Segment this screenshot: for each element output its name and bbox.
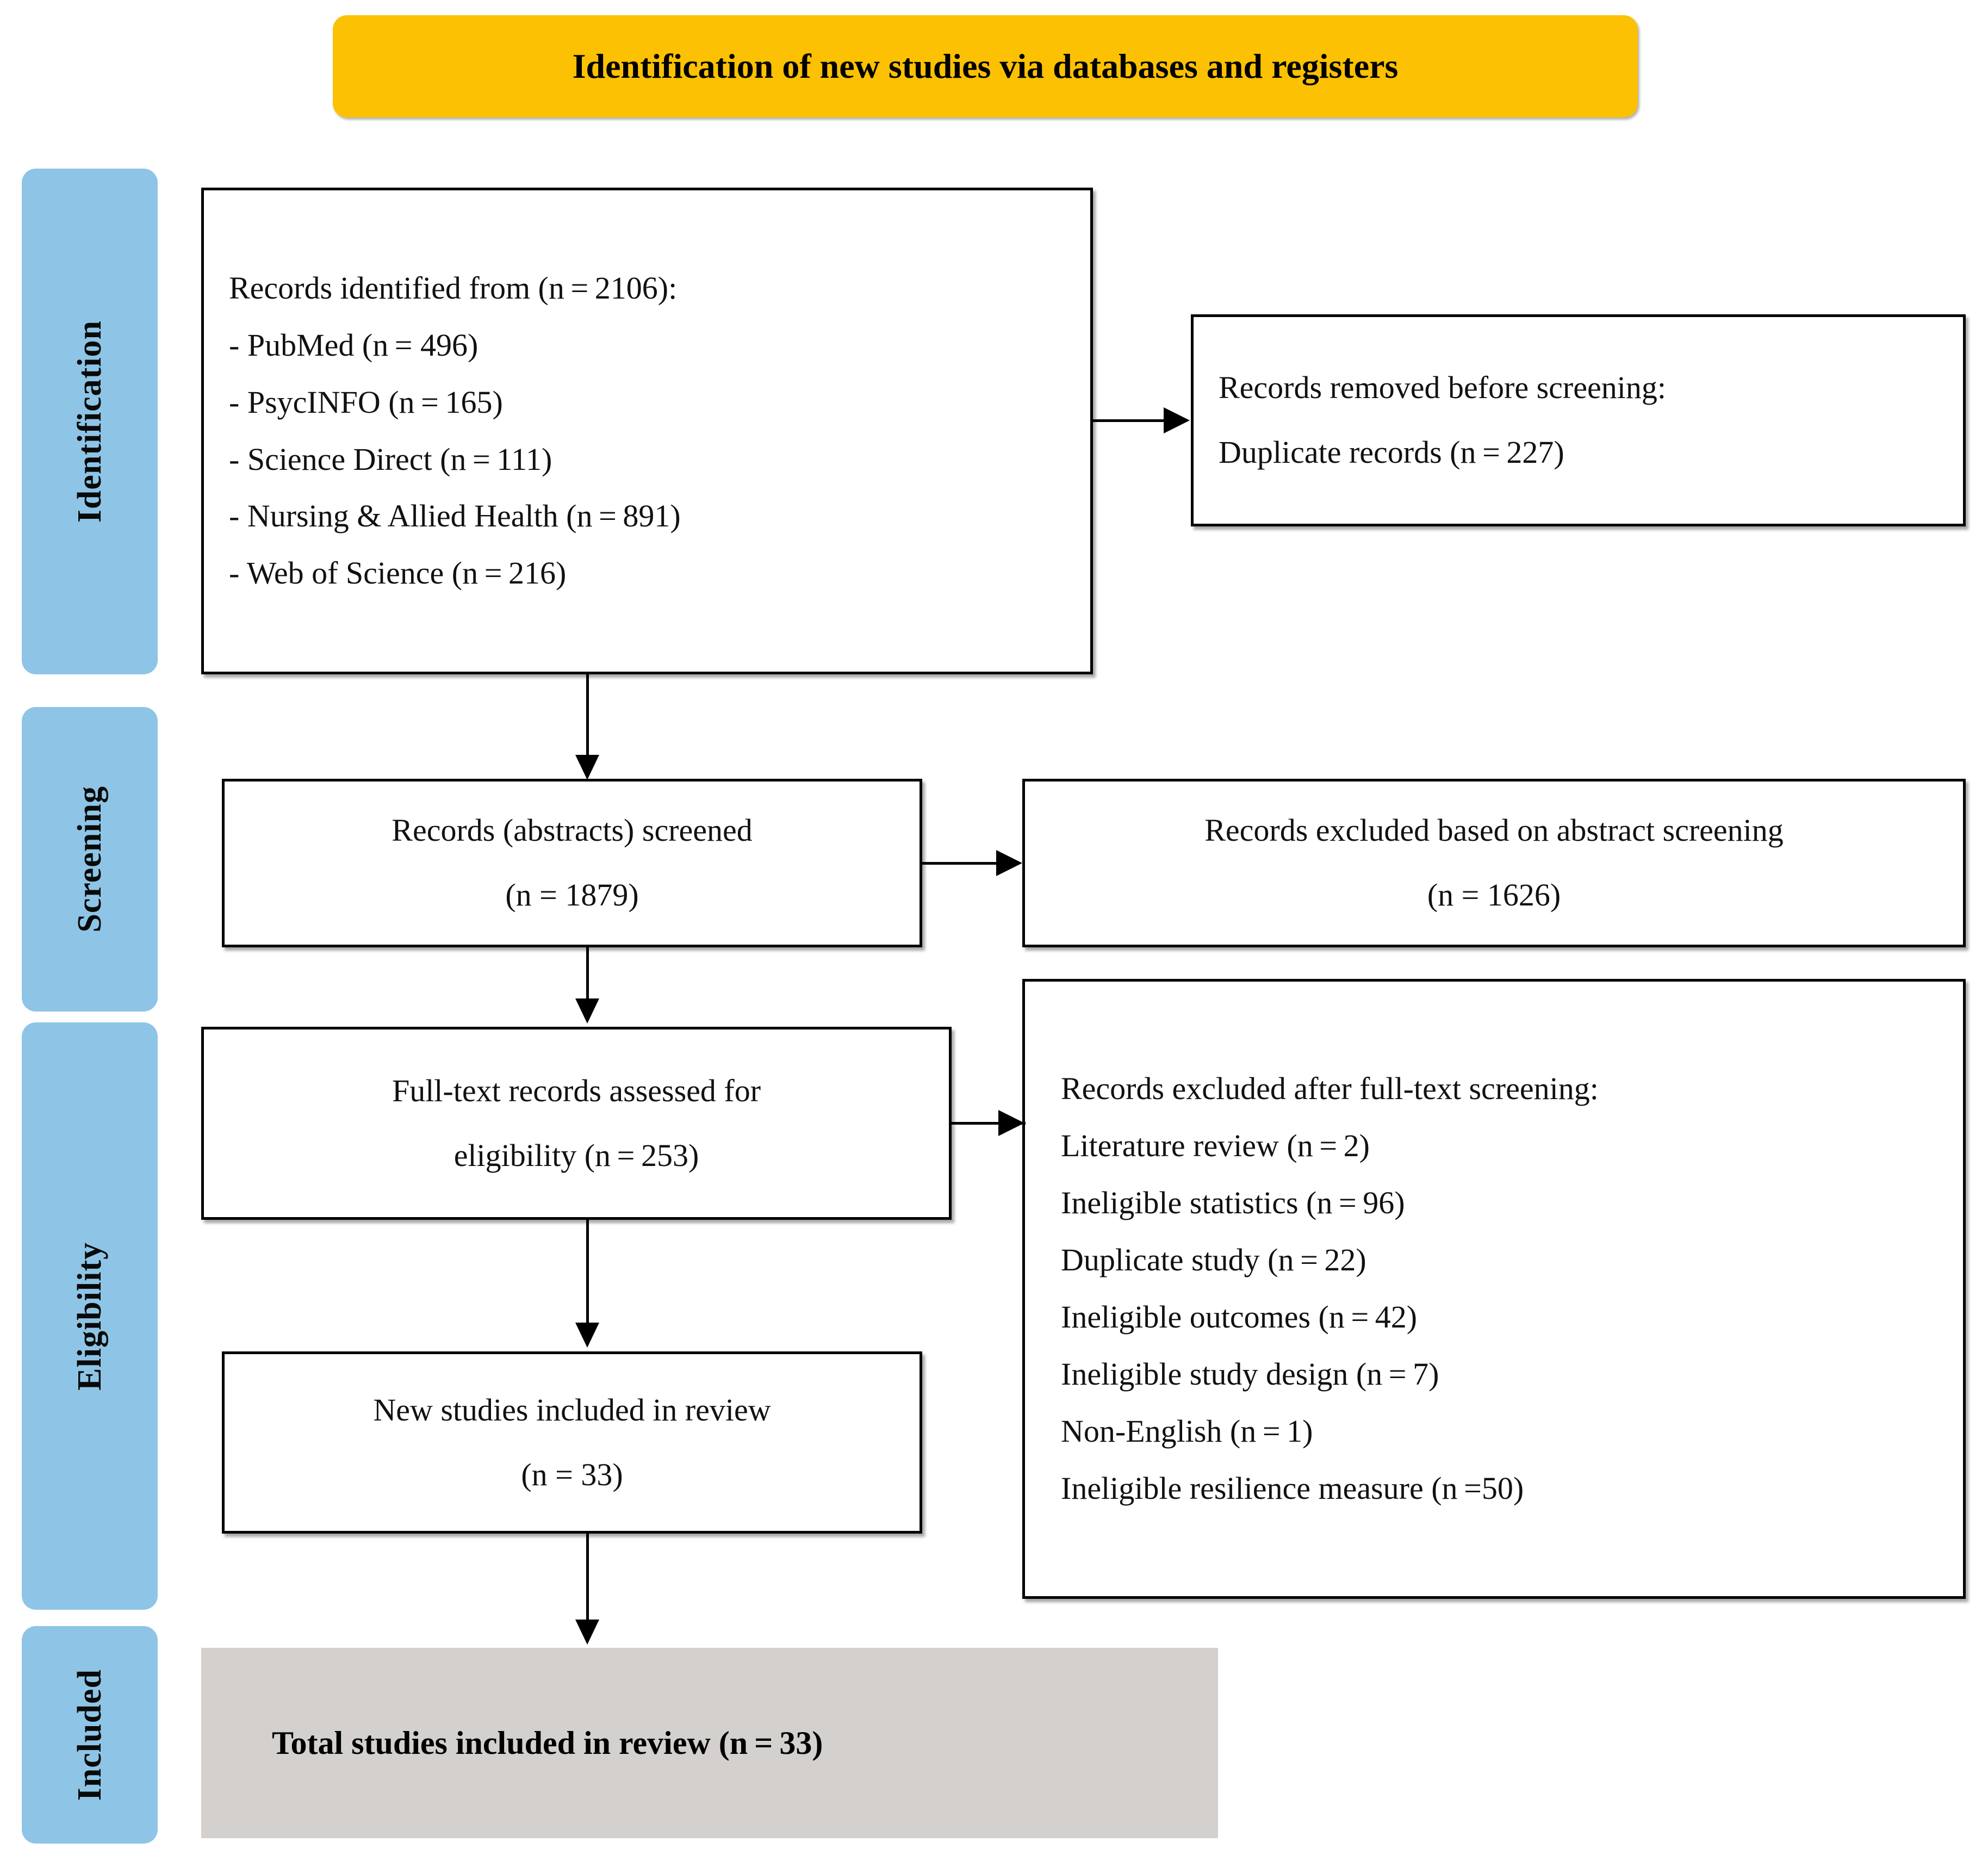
title-banner-text: Identification of new studies via databa…: [572, 47, 1399, 85]
arrow-newstudies-to-total: [575, 1620, 599, 1645]
new-studies-included-box: New studies included in review (n = 33): [222, 1351, 922, 1534]
total-included-box: Total studies included in review (n = 33…: [201, 1648, 1218, 1838]
records-screened-line-1: (n = 1879): [505, 877, 639, 913]
records-excluded-abstract-box: Records excluded based on abstract scree…: [1022, 779, 1966, 947]
records-excluded-fulltext-line-4: Ineligible outcomes (n = 42): [1061, 1299, 1418, 1335]
records-excluded-fulltext-line-2: Ineligible statistics (n = 96): [1061, 1185, 1405, 1221]
records-screened-box: Records (abstracts) screened (n = 1879): [222, 779, 922, 947]
connector-identified-to-removed: [1093, 419, 1165, 422]
connector-fulltext-to-excluded: [952, 1122, 1026, 1125]
fulltext-assessed-line-1: eligibility (n = 253): [453, 1137, 699, 1173]
records-excluded-abstract-line-0: Records excluded based on abstract scree…: [1204, 812, 1784, 848]
total-included-text: Total studies included in review (n = 33…: [272, 1724, 823, 1761]
records-excluded-abstract-line-1: (n = 1626): [1427, 877, 1561, 913]
records-identified-line-4: - Nursing & Allied Health (n = 891): [229, 498, 681, 534]
records-identified-line-2: - PsycINFO (n = 165): [229, 384, 503, 420]
arrow-fulltext-to-excluded: [998, 1110, 1024, 1136]
stage-screening: Screening: [22, 707, 158, 1012]
records-identified-line-3: - Science Direct (n = 111): [229, 441, 552, 477]
title-banner: Identification of new studies via databa…: [333, 15, 1638, 117]
records-removed-line-0: Records removed before screening:: [1219, 370, 1666, 406]
records-excluded-fulltext-line-5: Ineligible study design (n = 7): [1061, 1356, 1439, 1392]
new-studies-included-line-0: New studies included in review: [373, 1392, 771, 1428]
stage-eligibility: Eligibility: [22, 1022, 158, 1610]
records-excluded-fulltext-line-0: Records excluded after full-text screeni…: [1061, 1071, 1599, 1107]
new-studies-included-line-1: (n = 33): [521, 1456, 623, 1492]
records-excluded-fulltext-box: Records excluded after full-text screeni…: [1022, 979, 1966, 1599]
fulltext-assessed-box: Full-text records assessed for eligibili…: [201, 1027, 952, 1220]
fulltext-assessed-line-0: Full-text records assessed for: [392, 1072, 761, 1108]
connector-fulltext-to-newstudies: [586, 1220, 589, 1337]
records-identified-box: Records identified from (n = 2106): - Pu…: [201, 188, 1093, 674]
records-identified-line-5: - Web of Science (n = 216): [229, 555, 567, 591]
arrow-screened-to-excluded: [996, 850, 1022, 876]
records-excluded-fulltext-line-7: Ineligible resilience measure (n =50): [1061, 1470, 1524, 1506]
records-removed-box: Records removed before screening: Duplic…: [1191, 314, 1966, 526]
stage-included: Included: [22, 1626, 158, 1844]
records-screened-line-0: Records (abstracts) screened: [392, 812, 753, 848]
arrow-screened-to-fulltext: [575, 998, 599, 1023]
records-removed-line-1: Duplicate records (n = 227): [1219, 435, 1564, 470]
stage-identification: Identification: [22, 169, 158, 674]
connector-identified-to-screened: [586, 674, 589, 772]
stage-screening-label: Screening: [71, 786, 108, 933]
connector-newstudies-to-total: [586, 1534, 589, 1634]
stage-eligibility-label: Eligibility: [71, 1242, 108, 1391]
records-identified-line-0: Records identified from (n = 2106):: [229, 270, 678, 306]
arrow-identified-to-screened: [575, 755, 599, 780]
stage-included-label: Included: [71, 1668, 108, 1801]
records-excluded-fulltext-line-1: Literature review (n = 2): [1061, 1128, 1370, 1164]
arrow-identified-to-removed: [1164, 407, 1190, 433]
records-identified-line-1: - PubMed (n = 496): [229, 327, 479, 363]
connector-screened-to-excluded: [922, 862, 998, 865]
stage-identification-label: Identification: [71, 320, 108, 523]
records-excluded-fulltext-line-3: Duplicate study (n = 22): [1061, 1242, 1366, 1278]
connector-screened-to-fulltext: [586, 947, 589, 1013]
arrow-fulltext-to-newstudies: [575, 1323, 599, 1348]
records-excluded-fulltext-line-6: Non-English (n = 1): [1061, 1413, 1313, 1449]
